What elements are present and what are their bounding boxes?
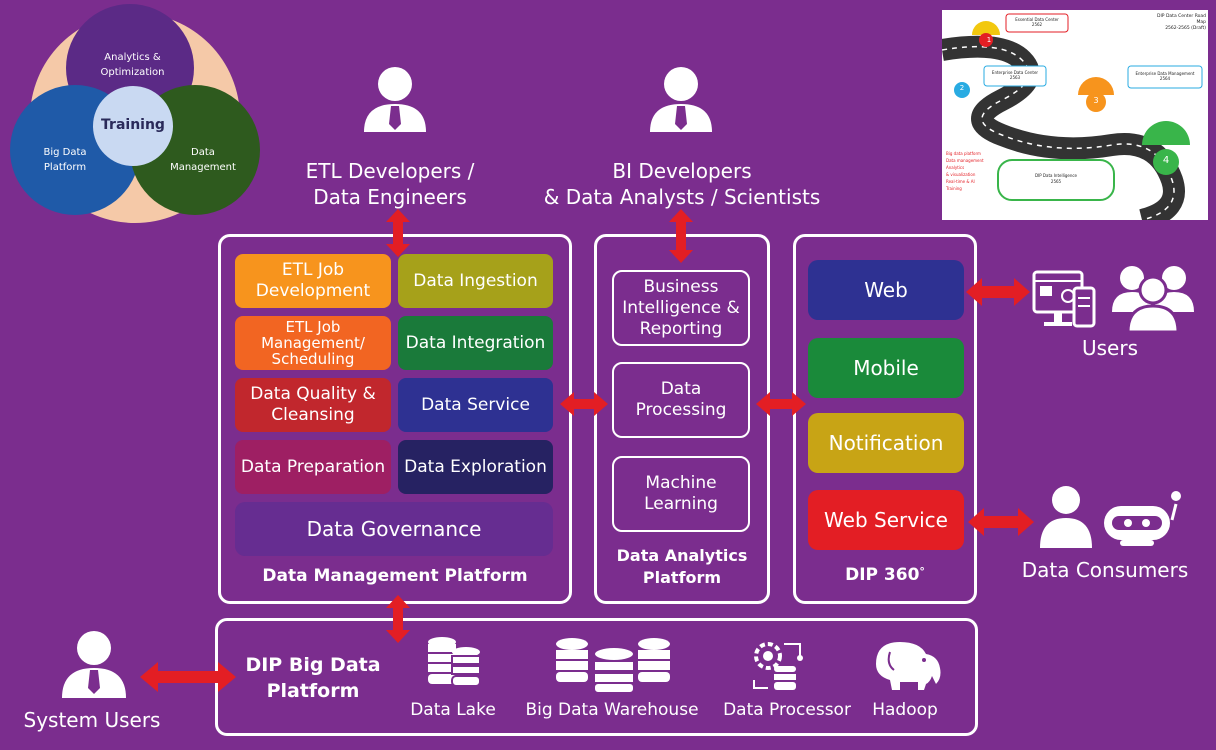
data-warehouse-icon: [556, 638, 670, 694]
web-dashboard-icon: [1032, 270, 1096, 328]
roadmap-milestone-num: 2: [959, 84, 965, 92]
data-warehouse-label: Big Data Warehouse: [525, 700, 699, 720]
system-user-icon: [62, 631, 126, 698]
data-preparation-box[interactable]: Data Preparation: [235, 440, 391, 494]
dmp-title: Data Management Platform: [262, 566, 528, 586]
etl-role-label: ETL Developers /Data Engineers: [305, 159, 475, 209]
mobile-channel-box[interactable]: Mobile: [808, 338, 964, 398]
data-service-box[interactable]: Data Service: [398, 378, 553, 432]
etl-job-development-box[interactable]: ETL Job Development: [235, 254, 391, 308]
users-label: Users: [1081, 336, 1138, 360]
robot-icon: [1104, 491, 1181, 546]
data-governance-box[interactable]: Data Governance: [235, 502, 553, 556]
arrow-webservice-consumers: [968, 508, 1034, 536]
data-lake-icon: [428, 637, 481, 687]
data-exploration-box[interactable]: Data Exploration: [398, 440, 553, 494]
data-integration-box[interactable]: Data Integration: [398, 316, 553, 370]
hadoop-elephant-icon: [876, 642, 941, 690]
roadmap-milestone-num: 3: [1093, 96, 1099, 105]
machine-learning-box[interactable]: Machine Learning: [612, 456, 750, 532]
dap-title: Data Analytics Platform: [616, 546, 748, 587]
etl-job-management-box[interactable]: ETL Job Management/ Scheduling: [235, 316, 391, 370]
data-quality-box[interactable]: Data Quality & Cleansing: [235, 378, 391, 432]
users-group-icon: [1112, 266, 1194, 334]
venn-right-label: Data Management: [170, 147, 236, 173]
web-service-channel-box[interactable]: Web Service: [808, 490, 964, 550]
dip360-title: DIP 360°: [845, 565, 925, 585]
system-users-label: System Users: [23, 708, 161, 732]
person-icon: [364, 67, 426, 132]
notification-channel-box[interactable]: Notification: [808, 413, 964, 473]
road-graphic: [942, 13, 1203, 220]
bi-role-label: BI Developers& Data Analysts / Scientist…: [543, 159, 821, 209]
data-processing-box[interactable]: Data Processing: [612, 362, 750, 438]
venn-left-label: Big Data Platform: [43, 147, 87, 173]
data-lake-label: Data Lake: [410, 700, 496, 720]
data-consumers-label: Data Consumers: [1021, 558, 1189, 582]
consumer-person-icon: [1040, 486, 1092, 548]
data-processor-label: Data Processor: [723, 700, 851, 720]
data-ingestion-box[interactable]: Data Ingestion: [398, 254, 553, 308]
roadmap-milestone-num: 1: [986, 36, 992, 44]
person-icon: [650, 67, 712, 132]
bi-reporting-box[interactable]: Business Intelligence & Reporting: [612, 270, 750, 346]
hadoop-label: Hadoop: [872, 700, 938, 720]
roadmap-milestone-num: 4: [1162, 155, 1170, 166]
venn-graphic: [10, 4, 260, 223]
venn-center-label: Training: [101, 117, 165, 133]
web-channel-box[interactable]: Web: [808, 260, 964, 320]
data-processor-icon: [753, 642, 803, 690]
dip360-panel: [793, 234, 977, 604]
venn-top-label: Analytics & Optimization: [100, 52, 165, 78]
